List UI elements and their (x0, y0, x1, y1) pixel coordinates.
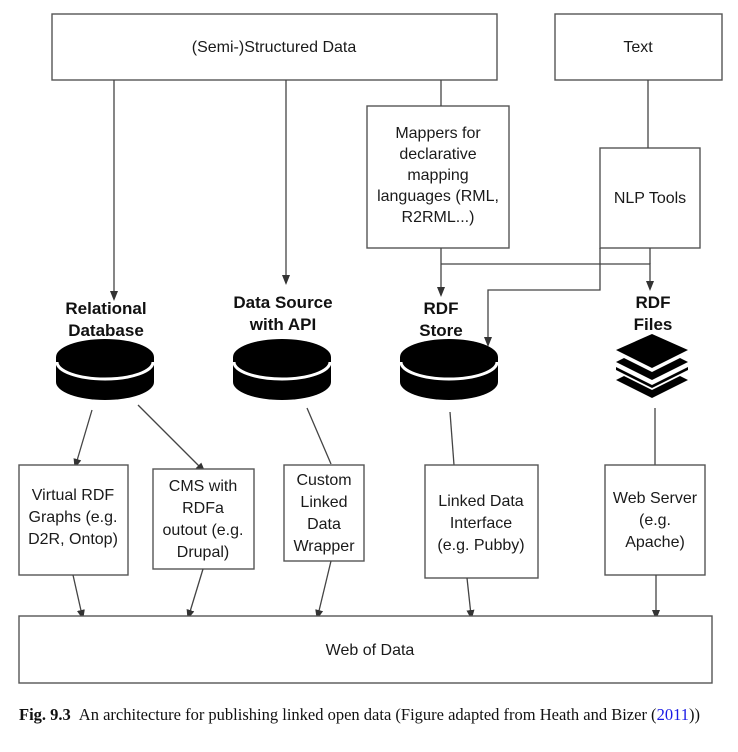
web-server-line-2: (e.g. (639, 512, 671, 529)
api-source-label-2: with API (249, 315, 316, 334)
rdf-files-layers-icon (616, 334, 688, 398)
caption-text: An architecture for publishing linked op… (78, 705, 657, 724)
wrapper-line-1: Custom (296, 472, 351, 489)
linked-data-interface-box: Linked Data Interface (e.g. Pubby) (424, 464, 539, 579)
relational-database-icon (55, 339, 155, 400)
rdf-files-label-1: RDF (636, 293, 671, 312)
arrow-mappers-to-rdf-files (441, 263, 654, 291)
api-source-label-1: Data Source (233, 293, 332, 312)
arrow-wrapper-to-web (315, 560, 332, 620)
relational-database-label-1: Relational (65, 299, 146, 318)
mappers-box: Mappers for declarative mapping language… (366, 105, 510, 249)
custom-wrapper-box: Custom Linked Data Wrapper (283, 464, 365, 562)
rdf-store-database-icon (399, 339, 499, 400)
architecture-diagram: (Semi-)Structured Data Text Mappers for … (18, 13, 723, 684)
rdf-store-label-1: RDF (424, 299, 459, 318)
line-api-to-wrapper (306, 407, 332, 465)
mappers-line-1: Mappers for (395, 125, 481, 142)
mappers-line-2: declarative (399, 146, 476, 163)
virtual-rdf-graphs-box: Virtual RDF Graphs (e.g. D2R, Ontop) (18, 464, 129, 576)
text-box: Text (554, 13, 723, 81)
arrow-virtual-rdf-to-web (72, 574, 85, 620)
figure-label: Fig. 9.3 (19, 705, 71, 724)
arrow-cms-to-web (186, 568, 204, 620)
wrapper-line-4: Wrapper (293, 538, 355, 555)
semi-structured-data-box: (Semi-)Structured Data (51, 13, 498, 81)
figure-caption: Fig. 9.3 An architecture for publishing l… (19, 704, 729, 725)
caption-text-end: )) (688, 705, 700, 724)
virtual-rdf-line-1: Virtual RDF (32, 487, 115, 504)
web-of-data-box: Web of Data (18, 615, 713, 684)
cms-line-1: CMS with (169, 478, 237, 495)
nlp-tools-label: NLP Tools (614, 190, 686, 207)
semi-structured-data-label: (Semi-)Structured Data (192, 39, 357, 56)
rdf-store-label-2: Store (419, 321, 462, 340)
wrapper-line-2: Linked (300, 494, 347, 511)
wrapper-line-3: Data (307, 516, 341, 533)
web-server-line-1: Web Server (613, 490, 698, 507)
line-store-to-interface (449, 411, 455, 466)
api-source-database-icon (232, 339, 332, 400)
citation-year-link[interactable]: 2011 (656, 705, 689, 724)
web-of-data-label: Web of Data (326, 642, 415, 659)
rdf-files-label-2: Files (634, 315, 673, 334)
nlp-tools-box: NLP Tools (599, 147, 701, 249)
cms-line-3: outout (e.g. (163, 522, 244, 539)
mappers-line-5: R2RML...) (402, 209, 475, 226)
text-label: Text (623, 39, 653, 56)
arrow-relational-to-cms (137, 404, 206, 473)
mappers-line-4: languages (RML, (377, 188, 499, 205)
arrow-nlp-to-rdf-store (484, 248, 601, 347)
web-server-line-3: Apache) (625, 534, 685, 551)
virtual-rdf-line-2: Graphs (e.g. (29, 509, 118, 526)
cms-line-2: RDFa (182, 500, 224, 517)
interface-line-2: Interface (450, 515, 512, 532)
relational-database-label-2: Database (68, 321, 144, 340)
virtual-rdf-line-3: D2R, Ontop) (28, 531, 118, 548)
cms-line-4: Drupal) (177, 544, 229, 561)
arrow-interface-to-web (466, 577, 475, 620)
mappers-line-3: mapping (407, 167, 468, 184)
interface-line-1: Linked Data (438, 493, 523, 510)
cms-rdfa-box: CMS with RDFa outout (e.g. Drupal) (152, 468, 255, 570)
web-server-box: Web Server (e.g. Apache) (604, 464, 706, 576)
arrow-relational-to-virtual-rdf (73, 409, 93, 469)
interface-line-3: (e.g. Pubby) (437, 537, 524, 554)
